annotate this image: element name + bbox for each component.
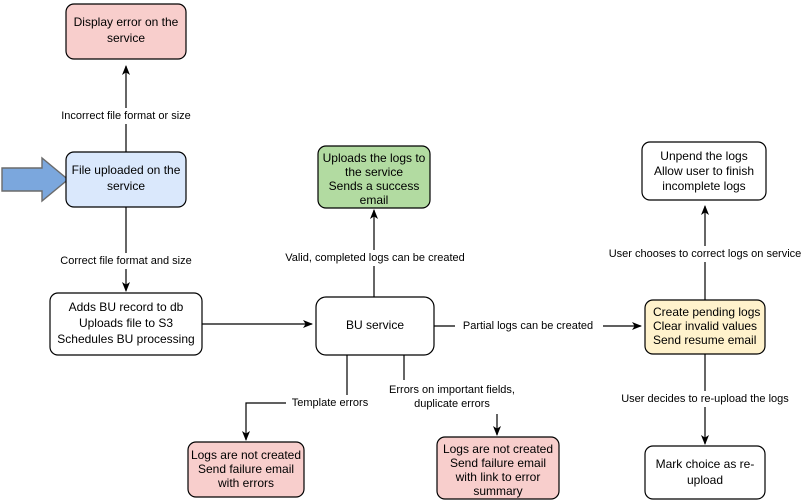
edge-user-decides-to-reupload: User decides to re-upload the logs bbox=[616, 354, 794, 445]
logs-not-created-with-errors-node[interactable]: Logs are not created Send failure email … bbox=[187, 441, 305, 498]
edge-label-user-chooses-to-correct-logs: User chooses to correct logs on service bbox=[609, 248, 801, 260]
logs-not-created-error-summary-node-line4: summary bbox=[473, 484, 522, 498]
create-pending-logs-node-line1: Create pending logs bbox=[653, 305, 760, 319]
uploads-logs-success-node-line3: Sends a success bbox=[329, 179, 420, 193]
unpend-logs-node-line3: incomplete logs bbox=[662, 179, 745, 193]
edge-label-errors-on-important-fields-line2: duplicate errors bbox=[414, 398, 490, 410]
edge-label-incorrect-file-format: Incorrect file format or size bbox=[61, 110, 191, 122]
edge-label-template-errors: Template errors bbox=[292, 397, 369, 409]
create-pending-logs-node-line2: Clear invalid values bbox=[653, 319, 757, 333]
display-error-node[interactable]: Display error on the service bbox=[65, 3, 187, 60]
adds-bu-record-node-line1: Adds BU record to db bbox=[69, 300, 184, 314]
file-uploaded-node-line1: File uploaded on the bbox=[72, 163, 181, 177]
unpend-logs-node[interactable]: Unpend the logs Allow user to finish inc… bbox=[641, 141, 767, 201]
display-error-node-line1: Display error on the bbox=[74, 15, 179, 29]
create-pending-logs-node-line3: Send resume email bbox=[653, 333, 756, 347]
logs-not-created-with-errors-node-line1: Logs are not created bbox=[191, 448, 301, 462]
edge-template-errors: Template errors bbox=[242, 355, 378, 441]
edge-partial-logs-can-be-created: Partial logs can be created bbox=[434, 318, 642, 334]
uploads-logs-success-node[interactable]: Uploads the logs to the service Sends a … bbox=[317, 145, 431, 209]
mark-choice-reupload-node-line2: upload bbox=[687, 473, 723, 487]
edge-correct-file-format: Correct file format and size bbox=[54, 207, 198, 292]
edge-valid-completed-logs: Valid, completed logs can be created bbox=[281, 209, 471, 297]
uploads-logs-success-node-line2: the service bbox=[345, 165, 403, 179]
edge-label-partial-logs-can-be-created: Partial logs can be created bbox=[463, 320, 593, 332]
create-pending-logs-node[interactable]: Create pending logs Clear invalid values… bbox=[644, 299, 766, 355]
file-uploaded-node[interactable]: File uploaded on the service bbox=[65, 151, 187, 208]
file-uploaded-node-line2: service bbox=[107, 179, 145, 193]
edge-errors-on-important-fields: Errors on important fields, duplicate er… bbox=[386, 355, 526, 436]
edge-label-valid-completed-logs: Valid, completed logs can be created bbox=[285, 252, 465, 264]
edge-user-chooses-to-correct-logs: User chooses to correct logs on service bbox=[604, 205, 801, 300]
unpend-logs-node-line1: Unpend the logs bbox=[660, 149, 747, 163]
adds-bu-record-node-line2: Uploads file to S3 bbox=[79, 316, 173, 330]
bu-service-node[interactable]: BU service bbox=[315, 296, 435, 356]
display-error-node-line2: service bbox=[107, 31, 145, 45]
logs-not-created-error-summary-node-line2: Send failure email bbox=[450, 456, 546, 470]
mark-choice-reupload-node[interactable]: Mark choice as re- upload bbox=[644, 445, 766, 500]
logs-not-created-error-summary-node-line3: with link to error bbox=[455, 470, 541, 484]
unpend-logs-node-line2: Allow user to finish bbox=[654, 164, 754, 178]
edge-incorrect-file-format: Incorrect file format or size bbox=[52, 65, 200, 152]
bu-service-node-label: BU service bbox=[346, 318, 404, 332]
logs-not-created-error-summary-node[interactable]: Logs are not created Send failure email … bbox=[436, 436, 560, 500]
uploads-logs-success-node-line1: Uploads the logs to bbox=[323, 151, 426, 165]
adds-bu-record-node-line3: Schedules BU processing bbox=[57, 332, 194, 346]
logs-not-created-error-summary-node-line1: Logs are not created bbox=[443, 442, 553, 456]
entry-block-arrow bbox=[1, 156, 70, 203]
edge-label-user-decides-to-reupload: User decides to re-upload the logs bbox=[621, 393, 789, 405]
adds-bu-record-node[interactable]: Adds BU record to db Uploads file to S3 … bbox=[49, 292, 203, 356]
edge-label-errors-on-important-fields-line1: Errors on important fields, bbox=[389, 384, 515, 396]
logs-not-created-with-errors-node-line3: with errors bbox=[217, 476, 274, 490]
logs-not-created-with-errors-node-line2: Send failure email bbox=[198, 462, 294, 476]
edge-label-correct-file-format: Correct file format and size bbox=[60, 255, 191, 267]
mark-choice-reupload-node-line1: Mark choice as re- bbox=[656, 457, 755, 471]
uploads-logs-success-node-line4: email bbox=[360, 193, 389, 207]
